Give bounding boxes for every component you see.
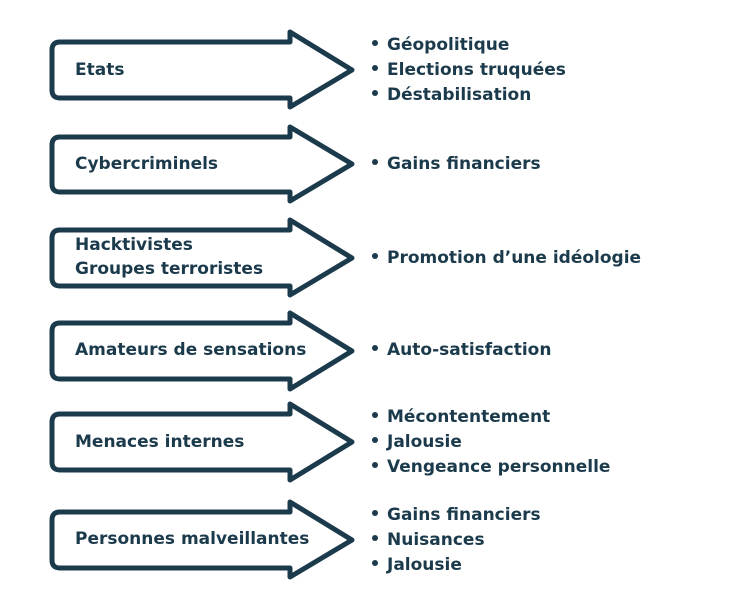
bullet-icon: [372, 462, 378, 468]
motive-item: Nuisances: [372, 528, 541, 553]
arrow-shape-menaces-internes: [49, 401, 355, 483]
arrow-shape-amateurs: [49, 310, 355, 392]
bullet-icon: [372, 65, 378, 71]
motive-list-menaces-internes: Mécontentement Jalousie Vengeance person…: [372, 405, 610, 480]
threat-label-hacktivistes: Hacktivistes Groupes terroristes: [75, 235, 264, 279]
motive-item: Jalousie: [372, 553, 541, 578]
motive-item: Promotion d’une idéologie: [372, 246, 641, 271]
bullet-icon: [372, 412, 378, 418]
threat-label-menaces-internes: Menaces internes: [75, 432, 245, 452]
motive-item: Déstabilisation: [372, 83, 566, 108]
motive-item: Gains financiers: [372, 503, 541, 528]
motive-list-personnes-malveillantes: Gains financiers Nuisances Jalousie: [372, 503, 541, 578]
motive-item: Jalousie: [372, 430, 610, 455]
motive-list-etats: Géopolitique Elections truquées Déstabil…: [372, 33, 566, 108]
motive-item: Mécontentement: [372, 405, 610, 430]
threat-label-cybercriminels: Cybercriminels: [75, 154, 219, 174]
bullet-icon: [372, 437, 378, 443]
motive-item: Gains financiers: [372, 152, 541, 177]
bullet-icon: [372, 253, 378, 259]
threat-label-personnes-malveillantes: Personnes malveillantes: [75, 529, 310, 549]
bullet-icon: [372, 90, 378, 96]
bullet-icon: [372, 560, 378, 566]
motive-list-hacktivistes: Promotion d’une idéologie: [372, 246, 641, 271]
bullet-icon: [372, 535, 378, 541]
bullet-icon: [372, 159, 378, 165]
threat-label-etats: Etats: [75, 60, 125, 80]
motive-list-amateurs: Auto-satisfaction: [372, 338, 551, 363]
motive-item: Géopolitique: [372, 33, 566, 58]
threat-label-amateurs: Amateurs de sensations: [75, 340, 307, 360]
arrow-shape-etats: [49, 29, 355, 110]
motive-item: Vengeance personnelle: [372, 455, 610, 480]
arrow-shape-hacktivistes: [49, 217, 355, 298]
bullet-icon: [372, 345, 378, 351]
motive-item: Elections truquées: [372, 58, 566, 83]
motive-list-cybercriminels: Gains financiers: [372, 152, 541, 177]
bullet-icon: [372, 40, 378, 46]
bullet-icon: [372, 510, 378, 516]
motive-item: Auto-satisfaction: [372, 338, 551, 363]
arrow-shape-cybercriminels: [49, 124, 355, 204]
